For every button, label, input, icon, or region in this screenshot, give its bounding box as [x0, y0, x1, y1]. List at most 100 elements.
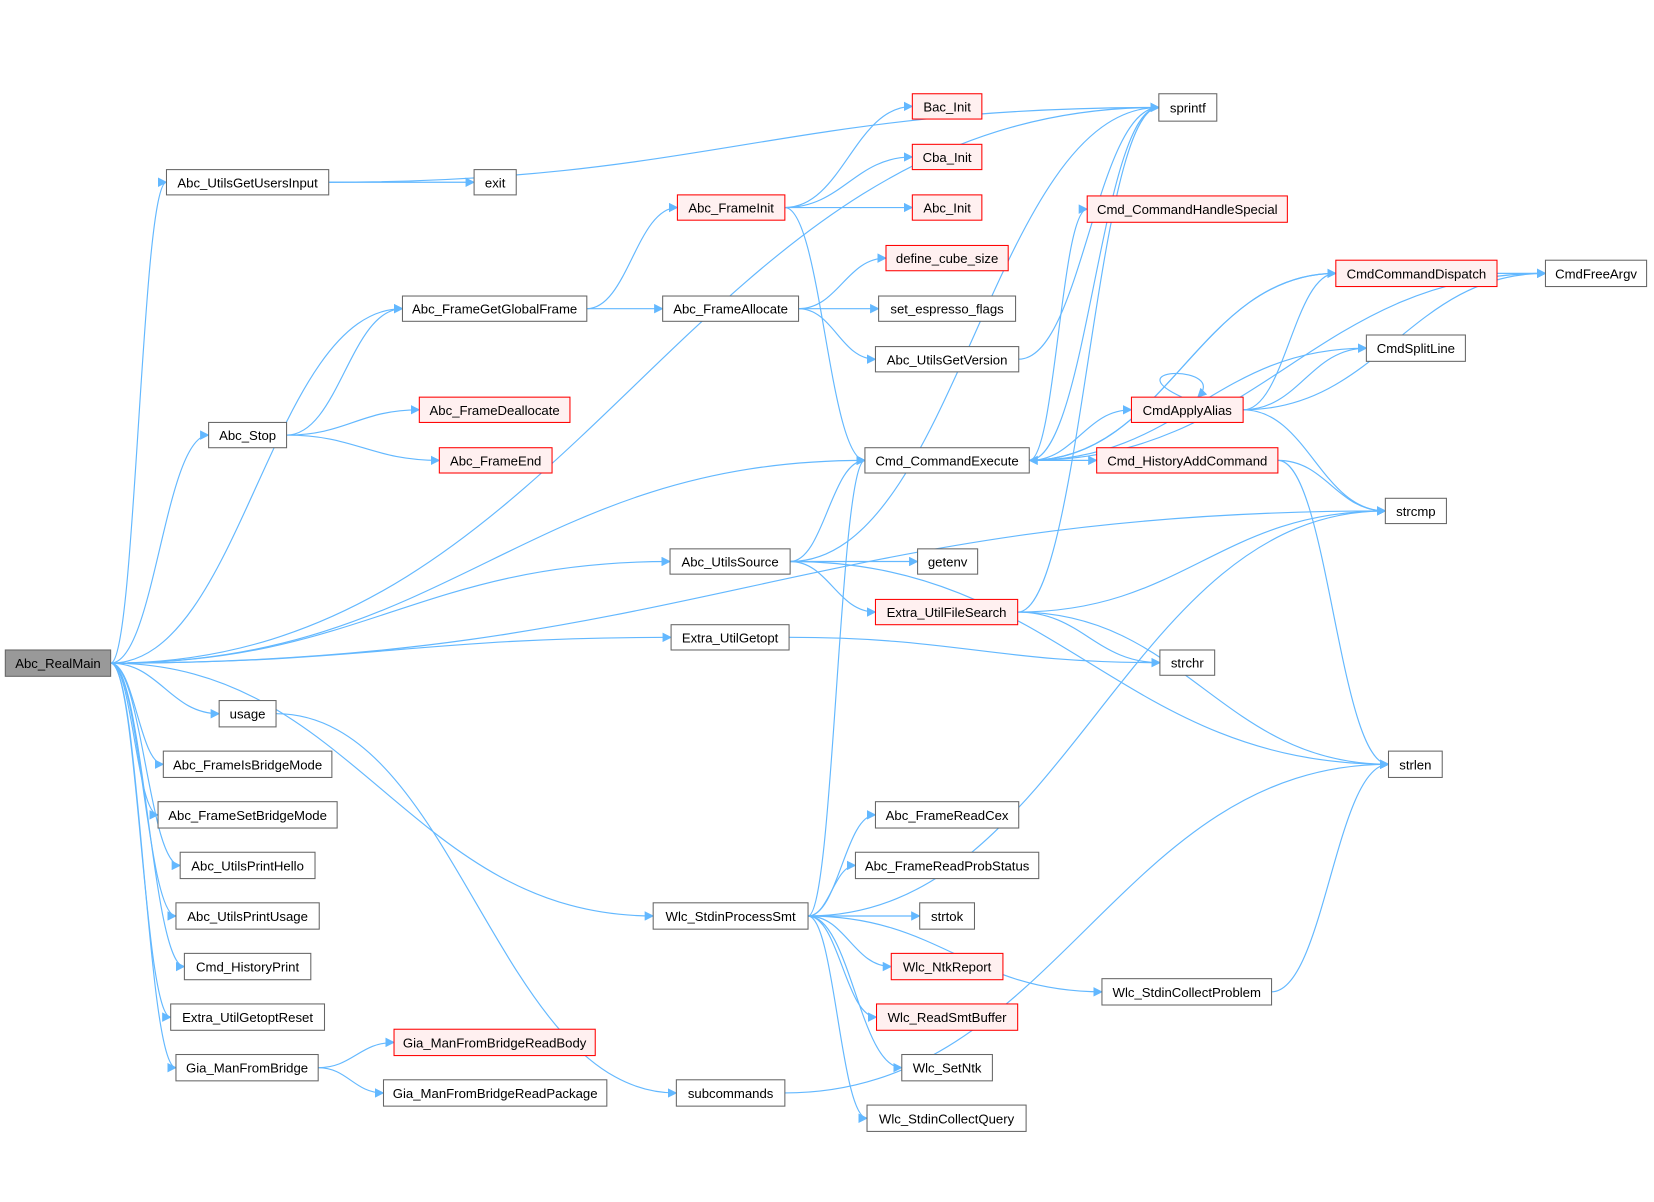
node-box: [874, 801, 1020, 829]
node-wlc-read-smt-buffer[interactable]: Wlc_ReadSmtBuffer: [875, 1003, 1019, 1031]
node-label: getenv: [928, 555, 968, 570]
node-box: [854, 851, 1040, 880]
node-wlc-set-ntk[interactable]: Wlc_SetNtk: [901, 1053, 993, 1082]
node-usage[interactable]: usage: [218, 700, 277, 728]
node-gia-man-from-bridge-read-body[interactable]: Gia_ManFromBridgeReadBody: [393, 1028, 596, 1057]
edge-abc-utils-get-version-to-sprintf: [1018, 102, 1160, 360]
node-cmd-command-dispatch[interactable]: CmdCommandDispatch: [1335, 259, 1498, 288]
node-box: [911, 194, 983, 221]
node-set-espresso-flags[interactable]: set_espresso_flags: [878, 295, 1017, 322]
node-box: [917, 548, 979, 575]
node-wlc-stdin-process-smt[interactable]: Wlc_StdinProcessSmt: [652, 902, 809, 930]
node-wlc-ntk-report[interactable]: Wlc_NtkReport: [890, 952, 1004, 981]
node-cmd-command-execute[interactable]: Cmd_CommandExecute: [864, 447, 1030, 474]
edge-abc-utils-source-to-extra-util-file-search: [790, 560, 877, 617]
node-abc-frame-end[interactable]: Abc_FrameEnd: [438, 447, 553, 474]
node-getenv[interactable]: getenv: [917, 548, 979, 575]
node-cmd-split-line[interactable]: CmdSplitLine: [1365, 334, 1466, 362]
node-extra-util-getopt-reset[interactable]: Extra_UtilGetoptReset: [170, 1003, 326, 1031]
node-label: Abc_UtilsGetVersion: [887, 352, 1008, 367]
node-abc-utils-print-hello[interactable]: Abc_UtilsPrintHello: [179, 851, 316, 880]
node-abc-frame-get-global-frame[interactable]: Abc_FrameGetGlobalFrame: [401, 295, 588, 322]
node-label: Gia_ManFromBridgeReadBody: [403, 1035, 587, 1050]
node-box: [1158, 93, 1218, 122]
edge-cmd-apply-alias-to-cmd-split-line: [1243, 343, 1368, 411]
edge-cmd-history-add-command-to-strcmp: [1277, 459, 1387, 516]
node-box: [911, 143, 983, 171]
node-box: [4, 649, 112, 677]
edge-wlc-stdin-process-smt-to-wlc-stdin-collect-query: [807, 915, 868, 1123]
node-extra-util-file-search[interactable]: Extra_UtilFileSearch: [874, 598, 1019, 626]
node-box: [157, 801, 338, 829]
node-box: [874, 346, 1020, 373]
node-abc-frame-read-cex[interactable]: Abc_FrameReadCex: [874, 801, 1020, 829]
edge-gia-man-from-bridge-to-gia-man-from-bridge-read-body: [318, 1037, 395, 1069]
node-box: [670, 624, 790, 651]
edge-abc-real-main-to-abc-utils-print-hello: [110, 662, 182, 871]
node-label: Cmd_CommandExecute: [875, 453, 1018, 468]
node-box: [878, 295, 1017, 322]
node-box: [438, 447, 553, 474]
node-label: Abc_FrameIsBridgeMode: [173, 757, 322, 772]
node-strtok[interactable]: strtok: [919, 902, 976, 930]
node-bac-init[interactable]: Bac_Init: [911, 93, 983, 120]
edge-abc-real-main-to-abc-utils-get-users-input: [110, 177, 168, 664]
node-abc-real-main[interactable]: Abc_RealMain: [4, 649, 112, 677]
node-define-cube-size[interactable]: define_cube_size: [885, 244, 1009, 272]
node-label: Cba_Init: [923, 150, 972, 165]
edge-abc-frame-init-to-cmd-command-execute: [784, 206, 866, 466]
node-label: Abc_FrameGetGlobalFrame: [412, 302, 577, 317]
node-box: [1387, 750, 1443, 778]
node-box: [901, 1053, 993, 1082]
node-label: Extra_UtilFileSearch: [887, 605, 1007, 620]
node-abc-frame-allocate[interactable]: Abc_FrameAllocate: [662, 295, 800, 322]
node-cmd-history-print[interactable]: Cmd_HistoryPrint: [183, 952, 312, 981]
node-gia-man-from-bridge[interactable]: Gia_ManFromBridge: [175, 1053, 319, 1082]
node-subcommands[interactable]: subcommands: [675, 1079, 786, 1107]
node-sprintf[interactable]: sprintf: [1158, 93, 1218, 122]
node-cmd-apply-alias[interactable]: CmdApplyAlias: [1130, 396, 1244, 423]
node-abc-init[interactable]: Abc_Init: [911, 194, 983, 221]
node-label: Wlc_ReadSmtBuffer: [888, 1010, 1008, 1025]
node-abc-utils-print-usage[interactable]: Abc_UtilsPrintUsage: [175, 902, 320, 930]
edge-abc-utils-source-to-cmd-command-execute: [790, 455, 866, 563]
node-label: CmdFreeArgv: [1555, 266, 1637, 281]
node-label: Extra_UtilGetoptReset: [182, 1010, 313, 1025]
node-extra-util-getopt[interactable]: Extra_UtilGetopt: [670, 624, 790, 651]
edge-abc-frame-get-global-frame-to-abc-frame-init: [586, 202, 679, 310]
node-label: Extra_UtilGetopt: [682, 630, 779, 645]
node-box: [1365, 334, 1466, 362]
node-strchr[interactable]: strchr: [1159, 649, 1216, 676]
node-wlc-stdin-collect-problem[interactable]: Wlc_StdinCollectProblem: [1101, 978, 1273, 1006]
node-exit[interactable]: exit: [473, 169, 517, 196]
node-cmd-free-argv[interactable]: CmdFreeArgv: [1544, 259, 1648, 288]
node-strcmp[interactable]: strcmp: [1384, 497, 1447, 525]
node-abc-stop[interactable]: Abc_Stop: [208, 421, 288, 449]
edge-abc-real-main-to-abc-utils-print-usage: [110, 662, 177, 921]
node-label: CmdSplitLine: [1377, 341, 1455, 356]
node-cba-init[interactable]: Cba_Init: [911, 143, 983, 171]
node-abc-utils-source[interactable]: Abc_UtilsSource: [669, 548, 791, 575]
node-box: [885, 244, 1009, 272]
node-wlc-stdin-collect-query[interactable]: Wlc_StdinCollectQuery: [866, 1104, 1027, 1132]
node-cmd-history-add-command[interactable]: Cmd_HistoryAddCommand: [1096, 447, 1279, 474]
node-strlen[interactable]: strlen: [1387, 750, 1443, 778]
node-box: [652, 902, 809, 930]
node-label: Abc_FrameSetBridgeMode: [168, 808, 327, 823]
node-abc-utils-get-users-input[interactable]: Abc_UtilsGetUsersInput: [165, 169, 330, 196]
node-gia-man-from-bridge-read-package[interactable]: Gia_ManFromBridgeReadPackage: [382, 1079, 608, 1107]
node-abc-frame-deallocate[interactable]: Abc_FrameDeallocate: [418, 396, 571, 423]
node-abc-frame-init[interactable]: Abc_FrameInit: [676, 194, 786, 221]
node-abc-frame-set-bridge-mode[interactable]: Abc_FrameSetBridgeMode: [157, 801, 338, 829]
node-box: [874, 598, 1019, 626]
edge-gia-man-from-bridge-to-gia-man-from-bridge-read-package: [318, 1067, 385, 1098]
node-abc-utils-get-version[interactable]: Abc_UtilsGetVersion: [874, 346, 1020, 373]
node-label: Abc_UtilsGetUsersInput: [177, 175, 318, 190]
node-label: strlen: [1399, 757, 1431, 772]
node-box: [165, 169, 330, 196]
edge-cmd-command-execute-to-sprintf: [1029, 102, 1160, 461]
node-cmd-command-handle-special[interactable]: Cmd_CommandHandleSpecial: [1086, 195, 1288, 223]
node-abc-frame-read-prob-status[interactable]: Abc_FrameReadProbStatus: [854, 851, 1040, 880]
node-abc-frame-is-bridge-mode[interactable]: Abc_FrameIsBridgeMode: [162, 750, 333, 778]
edge-extra-util-getopt-to-strchr: [789, 636, 1161, 668]
